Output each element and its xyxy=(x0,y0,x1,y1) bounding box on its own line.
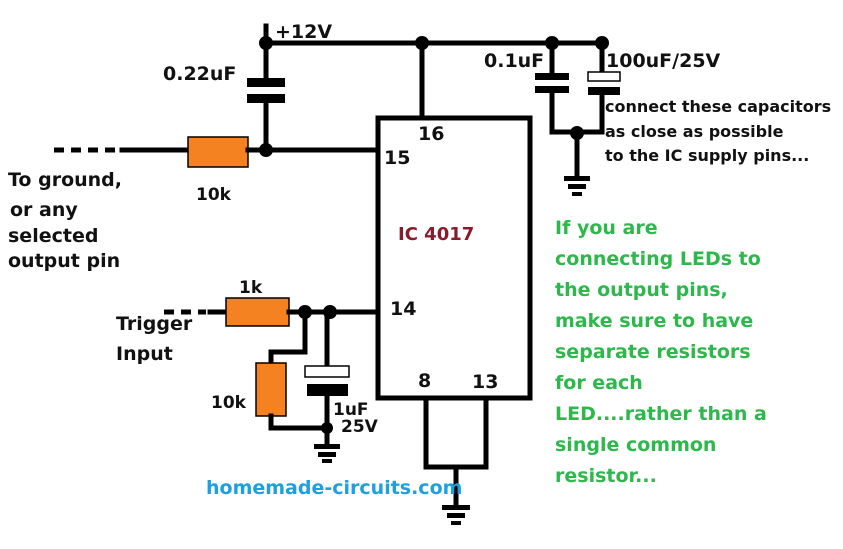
pin-14-label: 14 xyxy=(390,298,416,320)
capacitor-0.1uf-label: 0.1uF xyxy=(484,50,544,72)
decoupling-note: connect these capacitors as close as pos… xyxy=(605,97,837,165)
capacitor-0.1uf-plate xyxy=(535,73,569,80)
capacitor-1uf-label: 1uF 25V xyxy=(333,400,379,437)
resistor-1k-label: 1k xyxy=(239,278,263,298)
ic-body xyxy=(375,115,533,401)
reset-network: 0.22uF 10k To ground, or any selected ou… xyxy=(8,40,381,272)
trigger-network: 1k 10k 1uF 25V Trigger Input xyxy=(116,278,381,463)
resistor-10k-pulldown xyxy=(255,362,287,417)
capacitor-0.1uf-plate xyxy=(535,86,569,93)
ground-icon xyxy=(314,444,340,463)
trigger-input-label: Trigger Input xyxy=(116,313,199,365)
ground-icon xyxy=(564,176,590,196)
pin-16-label: 16 xyxy=(418,123,444,145)
resistor-1k-trigger xyxy=(225,297,290,327)
resistor-10k-pulldown-label: 10k xyxy=(211,393,247,413)
capacitor-0.22uf-label: 0.22uF xyxy=(163,63,236,85)
capacitor-1uf-negative-plate xyxy=(307,384,348,396)
capacitor-0.22uf-plate xyxy=(247,78,285,87)
supply-label: +12V xyxy=(275,21,332,43)
pin-13-label: 13 xyxy=(472,371,498,393)
ground-icon xyxy=(442,505,470,525)
resistor-10k-reset-label: 10k xyxy=(196,185,232,205)
ic-4017: 16 15 14 8 13 IC 4017 xyxy=(375,40,533,525)
capacitor-1uf-positive-plate xyxy=(304,365,350,378)
reset-input-label: To ground, or any selected output pin xyxy=(8,169,129,272)
pin-15-label: 15 xyxy=(384,147,410,169)
led-resistor-note: If you are connecting LEDs to the output… xyxy=(555,217,773,487)
capacitor-100uf-label: 100uF/25V xyxy=(606,50,721,72)
junction-node xyxy=(259,143,273,157)
capacitor-100uf-positive-plate xyxy=(587,71,621,82)
watermark-text: homemade-circuits.com xyxy=(206,477,462,499)
capacitor-0.22uf-plate xyxy=(247,94,285,103)
supply-rail: +12V xyxy=(259,21,609,50)
junction-node xyxy=(321,422,333,434)
capacitor-100uf-negative-plate xyxy=(588,87,620,95)
resistor-10k-reset xyxy=(187,136,249,168)
decoupling-network: 0.1uF 100uF/25V connect these capacitors… xyxy=(484,40,837,196)
pin-8-label: 8 xyxy=(418,370,431,392)
ic-title: IC 4017 xyxy=(398,224,474,245)
